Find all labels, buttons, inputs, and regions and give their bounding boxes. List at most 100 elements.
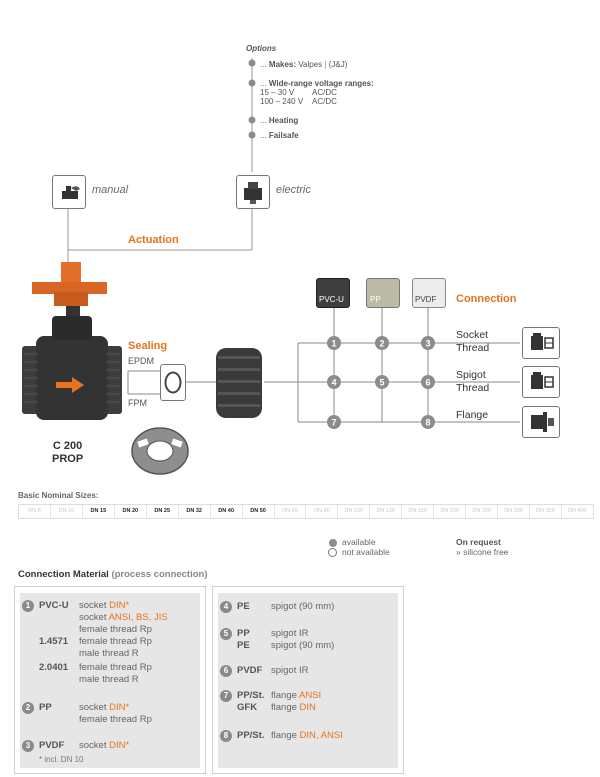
size-cell: DN 25 (147, 505, 179, 518)
available-dot-icon (329, 539, 337, 547)
material-pp-swatch: PP (366, 278, 400, 308)
material-row: male thread R (79, 674, 139, 685)
manual-actuator-icon (52, 175, 86, 209)
svg-text:2: 2 (379, 339, 384, 349)
sealing-epdm: EPDM (128, 356, 155, 366)
connection-node-5: 5 (375, 375, 389, 389)
size-cell: DN 150 (402, 505, 435, 518)
manual-label: manual (92, 184, 129, 196)
connection-node-7: 7 (327, 415, 341, 429)
material-box-right: 4 PE spigot (90 mm) 5 PP spigot IR PE sp… (212, 586, 404, 774)
option-failsafe: ... Failsafe (260, 131, 299, 140)
nominal-sizes-bar: DN 8 DN 10 DN 15 DN 20 DN 25 DN 32 DN 40… (18, 504, 594, 519)
svg-text:3: 3 (425, 339, 430, 349)
size-cell: DN 50 (243, 505, 275, 518)
size-cell: DN 20 (115, 505, 147, 518)
material-row: male thread R (79, 648, 139, 659)
size-cell: DN 32 (179, 505, 211, 518)
size-cell: DN 80 (306, 505, 339, 518)
option-bullet (248, 59, 256, 67)
size-cell: DN 65 (275, 505, 307, 518)
not-available-dot-icon (328, 548, 337, 557)
size-cell: DN 400 (568, 508, 587, 514)
material-number-2: 2 (22, 702, 34, 714)
material-row: socket DIN* (79, 702, 130, 713)
legend-available: available (342, 537, 376, 547)
option-makes: ... Makes: Valpes | (J&J) (260, 60, 348, 69)
material-row: female thread Rp (79, 662, 152, 673)
material-row: female thread Rp (79, 624, 152, 635)
sealing-fpm: FPM (128, 398, 147, 408)
material-row: socket DIN* (79, 740, 130, 751)
material-number-5: 5 (220, 628, 232, 640)
material-row: PP (39, 702, 52, 713)
o-ring-icon (160, 364, 186, 401)
actuation-label: Actuation (128, 234, 179, 246)
size-cell: DN 250 (466, 505, 499, 518)
material-row: 2.0401 (39, 662, 69, 673)
size-cell: DN 40 (211, 505, 243, 518)
material-pvcu-swatch: PVC-U (316, 278, 350, 308)
size-cell: DN 10 (51, 505, 83, 518)
size-cell: DN 200 (434, 505, 467, 518)
nominal-sizes-title: Basic Nominal Sizes: (18, 491, 99, 500)
option-bullet (248, 79, 256, 87)
material-row: GFK (237, 702, 258, 713)
material-number-1: 1 (22, 600, 34, 612)
svg-text:5: 5 (379, 378, 384, 388)
material-row: 1.4571 (39, 636, 69, 647)
flange-label: Flange (456, 409, 489, 421)
size-cell: DN 350 (530, 505, 562, 518)
connection-node-2: 2 (375, 336, 389, 350)
size-cell: DN 15 (83, 505, 115, 518)
flange-fitting-icon (522, 406, 560, 438)
option-bullet (248, 116, 256, 124)
material-row: socket DIN* (79, 600, 130, 611)
spigot-fitting-icon (522, 366, 560, 398)
material-row: flange ANSI (271, 690, 322, 701)
electric-actuator-icon (236, 175, 270, 209)
size-cell: DN 100 (338, 505, 371, 518)
connection-node-6: 6 (421, 375, 435, 389)
material-row: PE (237, 601, 250, 612)
material-row: spigot IR (271, 665, 309, 676)
flow-arrow-icon (56, 377, 84, 393)
options-title: Options (246, 44, 277, 53)
svg-text:6: 6 (425, 378, 430, 388)
socket-fitting-icon (522, 327, 560, 359)
material-row: PVDF (39, 740, 65, 751)
material-number-3: 3 (22, 740, 34, 752)
legend-silicone: » silicone free (456, 547, 509, 557)
size-cell: DN 300 (498, 505, 530, 518)
material-row: spigot (90 mm) (271, 601, 335, 612)
material-box-left: 1 PVC-U socket DIN* socket ANSI, BS, JIS… (14, 586, 206, 774)
svg-text:8: 8 (425, 418, 430, 428)
material-pvdf-swatch: PVDF (412, 278, 446, 308)
material-number-8: 8 (220, 730, 232, 742)
size-cell: DN 125 (370, 505, 403, 518)
material-row: spigot IR (271, 628, 309, 639)
legend-on-request: On request (456, 537, 501, 547)
material-number-7: 7 (220, 690, 232, 702)
material-row: flange DIN (271, 702, 316, 713)
material-row: PP/St. (237, 690, 265, 701)
option-voltage: ... Wide-range voltage ranges: 15 – 30 V… (260, 79, 374, 106)
valve-body-image (22, 262, 122, 420)
material-number-6: 6 (220, 665, 232, 677)
material-row: socket ANSI, BS, JIS (79, 612, 168, 623)
option-heating: ... Heating (260, 116, 299, 125)
connection-node-4: 4 (327, 375, 341, 389)
material-note: * incl. DN 10 (39, 755, 84, 764)
connection-node-8: 8 (421, 415, 435, 429)
legend-not-available: not available (342, 547, 390, 557)
material-row: PVDF (237, 665, 263, 676)
union-nut-image (216, 348, 262, 418)
connection-label: Connection (456, 293, 517, 305)
connection-material-title: Connection Material (process connection) (18, 569, 208, 580)
material-row: PVC-U (39, 600, 69, 611)
size-cell: DN 8 (19, 505, 51, 518)
